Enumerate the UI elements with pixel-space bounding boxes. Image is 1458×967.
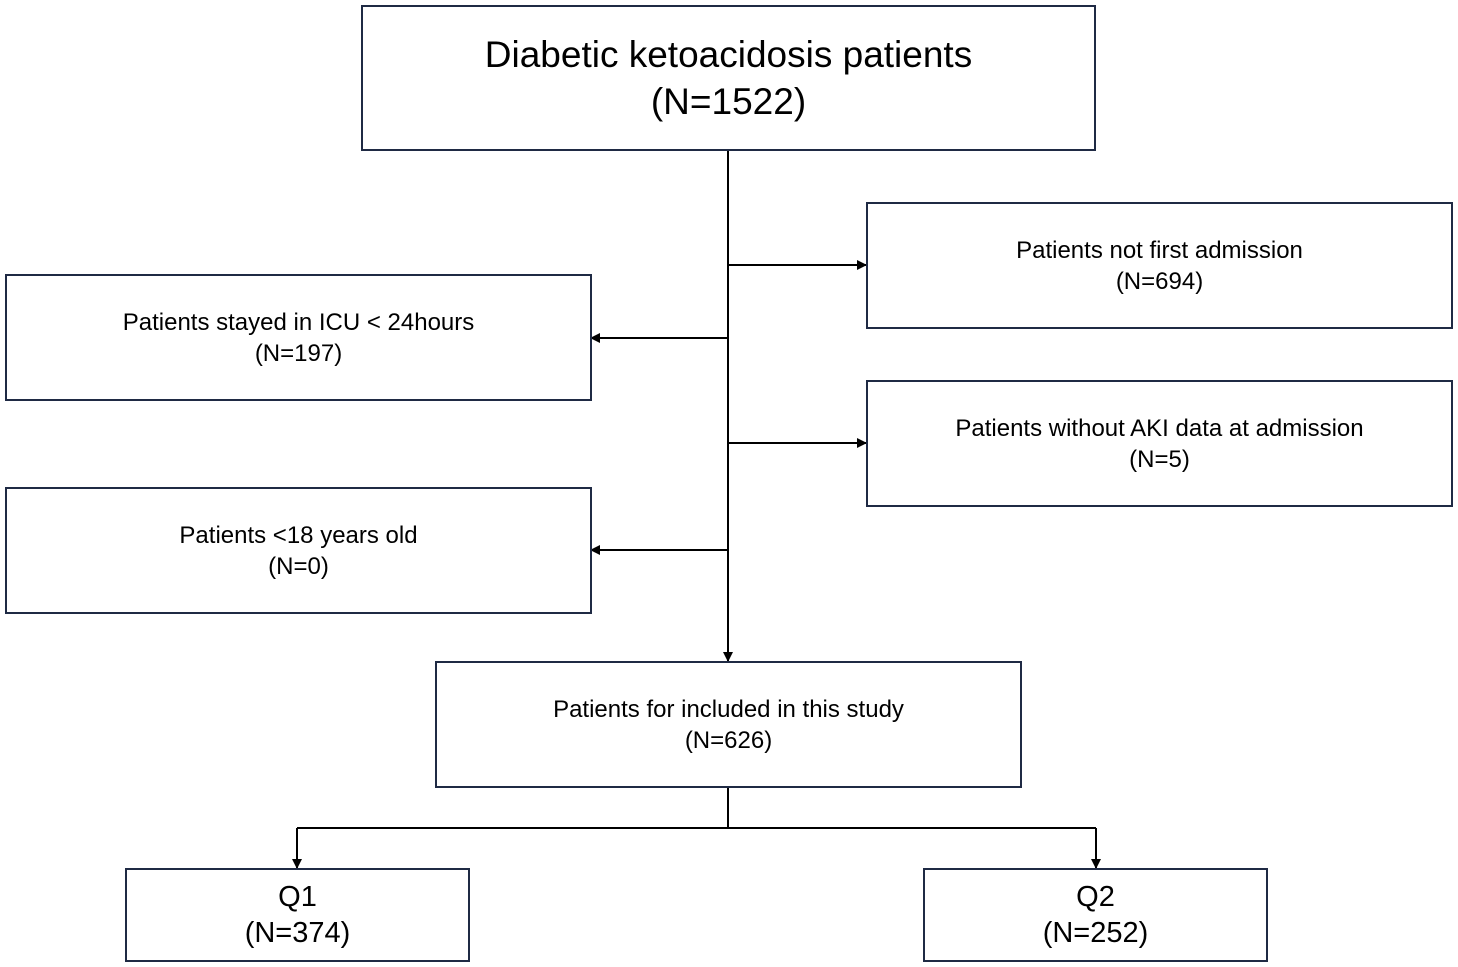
- top-box-title: Diabetic ketoacidosis patients: [484, 34, 973, 75]
- included-count: (N=626): [684, 726, 773, 754]
- q2-count: (N=252): [1042, 917, 1149, 949]
- top-box-count: (N=1522): [650, 81, 807, 122]
- included-box: Patients for included in this study (N=6…: [435, 661, 1022, 788]
- q1-title: Q1: [278, 881, 317, 913]
- q2-title: Q2: [1076, 881, 1115, 913]
- icu-less-24h-count: (N=197): [254, 339, 343, 367]
- without-aki-count: (N=5): [1129, 445, 1190, 473]
- not-first-admission-count: (N=694): [1115, 267, 1204, 295]
- exclusion-box-under-18: Patients <18 years old (N=0): [5, 487, 592, 614]
- under-18-title: Patients <18 years old: [179, 521, 418, 549]
- q2-box: Q2 (N=252): [923, 868, 1268, 962]
- q1-box: Q1 (N=374): [125, 868, 470, 962]
- included-title: Patients for included in this study: [553, 695, 904, 723]
- under-18-count: (N=0): [268, 552, 329, 580]
- q1-count: (N=374): [244, 917, 351, 949]
- without-aki-title: Patients without AKI data at admission: [955, 414, 1364, 442]
- exclusion-box-not-first-admission: Patients not first admission (N=694): [866, 202, 1453, 329]
- icu-less-24h-title: Patients stayed in ICU < 24hours: [122, 308, 475, 336]
- exclusion-box-without-aki: Patients without AKI data at admission (…: [866, 380, 1453, 507]
- exclusion-box-icu-less-24h: Patients stayed in ICU < 24hours (N=197): [5, 274, 592, 401]
- not-first-admission-title: Patients not first admission: [1016, 236, 1303, 264]
- top-box-dka-patients: Diabetic ketoacidosis patients (N=1522): [361, 5, 1096, 151]
